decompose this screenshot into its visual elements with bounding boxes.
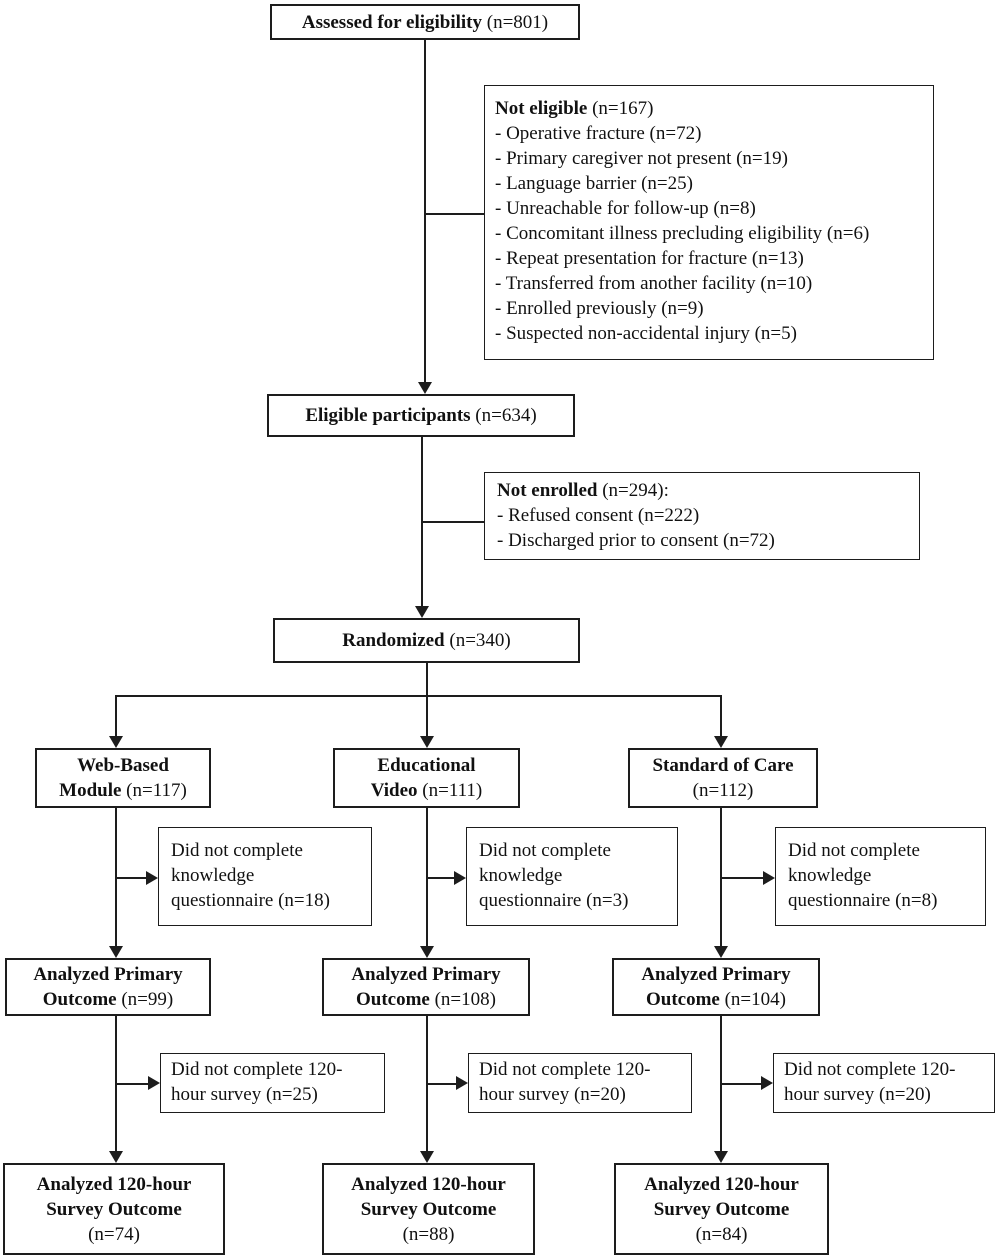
- analyzed-survey-video-box: Analyzed 120-hour Survey Outcome (n=88): [322, 1163, 535, 1255]
- dropout-survey-web-box: Did not complete 120- hour survey (n=25): [160, 1053, 385, 1113]
- line-branch-knowledge-video: [426, 877, 456, 879]
- arm-educational-video-label: Educational Video (n=111): [370, 755, 483, 801]
- line-branch-knowledge-web: [115, 877, 148, 879]
- line-into-arm-web: [115, 695, 117, 738]
- arrow-into-survey-dropout-soc: [761, 1076, 773, 1090]
- line-into-arm-video: [426, 695, 428, 738]
- eligible-participants-box: Eligible participants (n=634): [267, 394, 575, 437]
- arrow-into-primary-video: [420, 946, 434, 958]
- dropout-knowledge-video-box: Did not complete knowledge questionnaire…: [466, 827, 678, 926]
- arrow-into-knowledge-web: [146, 871, 158, 885]
- randomized-box: Randomized (n=340): [273, 618, 580, 663]
- arrow-into-randomized: [415, 606, 429, 618]
- line-into-arm-soc: [720, 695, 722, 738]
- exclusion-reason-item: - Unreachable for follow-up (n=8): [495, 198, 756, 219]
- arm-web-based-module-label: Web-Based Module (n=117): [59, 755, 187, 801]
- not-enrolled-title: Not enrolled (n=294):: [497, 480, 669, 501]
- analyzed-primary-web-label: Analyzed Primary Outcome (n=99): [33, 964, 183, 1010]
- dropout-survey-video-box: Did not complete 120- hour survey (n=20): [468, 1053, 692, 1113]
- exclusion-reason-item: - Language barrier (n=25): [495, 173, 693, 194]
- dropout-knowledge-video-label: Did not complete knowledge questionnaire…: [479, 840, 629, 911]
- analyzed-survey-soc-box: Analyzed 120-hour Survey Outcome (n=84): [614, 1163, 829, 1255]
- dropout-knowledge-soc-label: Did not complete knowledge questionnaire…: [788, 840, 938, 911]
- arrow-into-primary-web: [109, 946, 123, 958]
- line-randomized-to-splitter: [426, 663, 428, 697]
- arrow-into-arm-web: [109, 736, 123, 748]
- not-eligible-box: Not eligible (n=167) - Operative fractur…: [484, 85, 934, 360]
- assessed-for-eligibility-box: Assessed for eligibility (n=801): [270, 4, 580, 40]
- line-branch-knowledge-soc: [720, 877, 763, 879]
- not-enrolled-box: Not enrolled (n=294): - Refused consent …: [484, 472, 920, 560]
- randomized-label: Randomized (n=340): [342, 630, 511, 651]
- dropout-knowledge-web-label: Did not complete knowledge questionnaire…: [171, 840, 330, 911]
- arrow-into-arm-soc: [714, 736, 728, 748]
- arm-web-based-module-box: Web-Based Module (n=117): [35, 748, 211, 808]
- exclusion-reason-item: - Repeat presentation for fracture (n=13…: [495, 248, 804, 269]
- dropout-survey-soc-label: Did not complete 120- hour survey (n=20): [784, 1059, 956, 1105]
- line-to-not-enrolled: [421, 521, 484, 523]
- arrow-into-arm-video: [420, 736, 434, 748]
- analyzed-primary-soc-box: Analyzed Primary Outcome (n=104): [612, 958, 820, 1016]
- line-branch-survey-web: [115, 1083, 150, 1085]
- dropout-survey-soc-box: Did not complete 120- hour survey (n=20): [773, 1053, 995, 1113]
- arrow-into-survey-video: [420, 1151, 434, 1163]
- arm-educational-video-box: Educational Video (n=111): [333, 748, 520, 808]
- assessed-for-eligibility-label: Assessed for eligibility (n=801): [301, 11, 549, 33]
- not-enrolled-item: - Refused consent (n=222): [497, 505, 700, 526]
- arrow-into-knowledge-soc: [763, 871, 775, 885]
- arm-standard-of-care-label: Standard of Care (n=112): [652, 755, 794, 801]
- analyzed-survey-video-label: Analyzed 120-hour Survey Outcome (n=88): [351, 1173, 506, 1245]
- analyzed-primary-soc-label: Analyzed Primary Outcome (n=104): [641, 964, 791, 1010]
- analyzed-primary-video-label: Analyzed Primary Outcome (n=108): [351, 964, 501, 1010]
- arrow-into-survey-dropout-web: [148, 1076, 160, 1090]
- not-enrolled-item: - Discharged prior to consent (n=72): [497, 530, 775, 551]
- analyzed-primary-video-box: Analyzed Primary Outcome (n=108): [322, 958, 530, 1016]
- analyzed-survey-web-label: Analyzed 120-hour Survey Outcome (n=74): [36, 1173, 192, 1245]
- exclusion-reason-item: - Suspected non-accidental injury (n=5): [495, 323, 797, 344]
- eligible-participants-label: Eligible participants (n=634): [305, 405, 537, 426]
- line-branch-survey-video: [426, 1083, 458, 1085]
- splitter-line: [115, 695, 721, 697]
- analyzed-primary-web-box: Analyzed Primary Outcome (n=99): [5, 958, 211, 1016]
- arrow-into-eligible: [418, 382, 432, 394]
- analyzed-survey-web-box: Analyzed 120-hour Survey Outcome (n=74): [3, 1163, 225, 1255]
- exclusion-reason-item: - Transferred from another facility (n=1…: [495, 273, 813, 294]
- arm-standard-of-care-box: Standard of Care (n=112): [628, 748, 818, 808]
- exclusion-reason-item: - Primary caregiver not present (n=19): [495, 148, 788, 169]
- dropout-knowledge-soc-box: Did not complete knowledge questionnaire…: [775, 827, 986, 926]
- arrow-into-survey-dropout-video: [456, 1076, 468, 1090]
- arrow-into-primary-soc: [714, 946, 728, 958]
- analyzed-survey-soc-label: Analyzed 120-hour Survey Outcome (n=84): [644, 1173, 799, 1245]
- not-eligible-title: Not eligible (n=167): [495, 98, 654, 119]
- arrow-into-survey-soc: [714, 1151, 728, 1163]
- exclusion-reason-item: - Concomitant illness precluding eligibi…: [495, 223, 870, 244]
- dropout-survey-video-label: Did not complete 120- hour survey (n=20): [479, 1059, 651, 1105]
- arrow-into-survey-web: [109, 1151, 123, 1163]
- exclusion-reason-item: - Enrolled previously (n=9): [495, 298, 704, 319]
- arrow-into-knowledge-video: [454, 871, 466, 885]
- line-branch-survey-soc: [720, 1083, 763, 1085]
- line-assessed-to-eligible: [424, 40, 426, 384]
- line-to-not-eligible: [424, 213, 484, 215]
- dropout-knowledge-web-box: Did not complete knowledge questionnaire…: [158, 827, 372, 926]
- dropout-survey-web-label: Did not complete 120- hour survey (n=25): [171, 1059, 343, 1105]
- exclusion-reason-item: - Operative fracture (n=72): [495, 123, 702, 144]
